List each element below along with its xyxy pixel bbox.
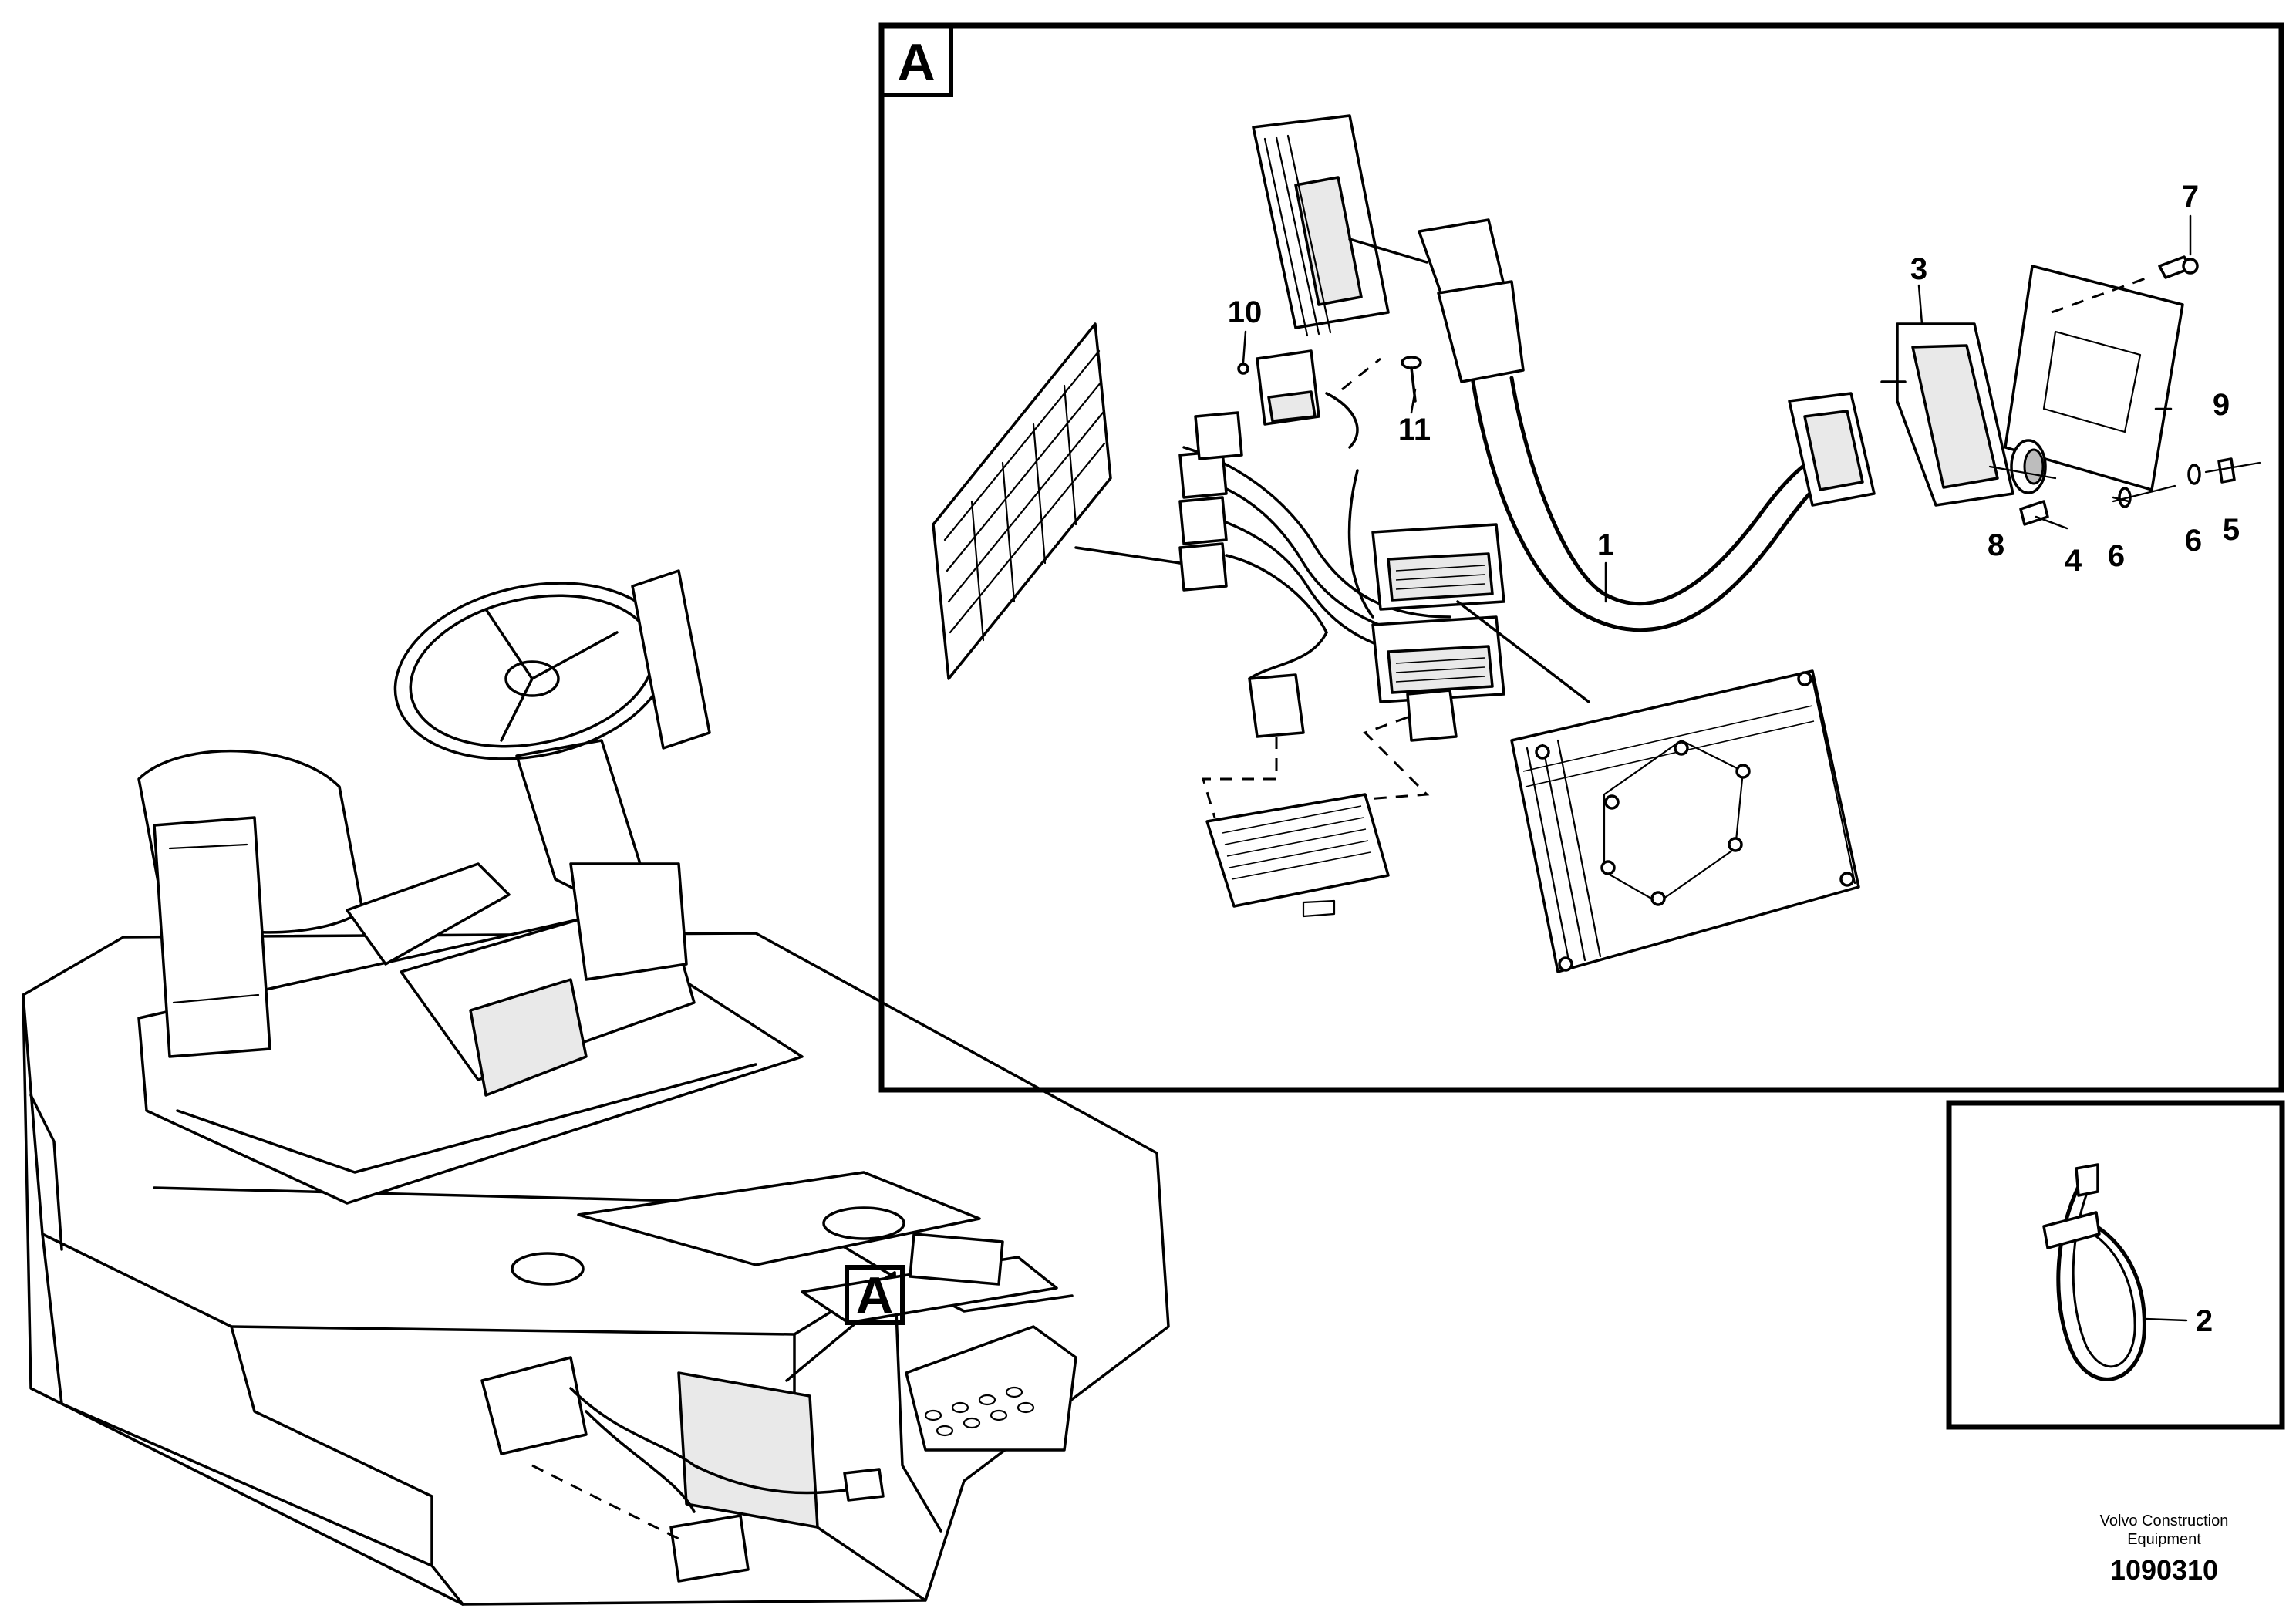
connector-board: [932, 322, 1182, 680]
callout-5: 5: [2223, 513, 2240, 547]
wiring-harness: [1182, 376, 1861, 680]
overview-label-a: A: [845, 1265, 905, 1325]
harness-main-connector: [1418, 218, 1525, 383]
relay-connectors: [1371, 523, 1505, 703]
housing-3: [1880, 322, 2014, 507]
detail-label-text: A: [897, 33, 935, 92]
cable-tie: [2042, 1163, 2188, 1381]
callout-10: 10: [1228, 295, 1263, 329]
relay-unit: [1256, 349, 1381, 449]
control-unit-top: [1252, 114, 1428, 337]
callout-1: 1: [1597, 528, 1614, 562]
detail-label-a: A: [879, 23, 953, 97]
connector-stack: [1178, 411, 1243, 592]
callout-9: 9: [2213, 388, 2230, 422]
callout-11: 11: [1398, 413, 1431, 447]
document-number: 1090310: [2110, 1554, 2218, 1586]
machine-overview: [22, 569, 1170, 1606]
step-holes: [924, 1386, 1035, 1437]
small-connectors: [1201, 673, 1458, 818]
screw-10: [1237, 363, 1249, 375]
callout-3: 3: [1910, 252, 1927, 286]
cable-tie-inset-frame: [1946, 1100, 2285, 1430]
detail-view-frame: [878, 22, 2284, 1093]
overview-label-text: A: [855, 1266, 893, 1325]
callout-7: 7: [2182, 180, 2199, 214]
screw-11: [1401, 356, 1422, 403]
callout-2: 2: [2196, 1304, 2213, 1338]
callout-4: 4: [2065, 544, 2082, 578]
small-parts: [1988, 255, 2261, 526]
credit-line-2: Equipment: [2127, 1531, 2201, 1548]
callout-6a: 6: [2108, 539, 2125, 573]
plate-9: [2004, 265, 2184, 491]
harness-end-connector: [1788, 392, 1876, 507]
leader-lines: [1242, 214, 2192, 603]
callout-8: 8: [1988, 528, 2004, 562]
auxiliary-box: [1205, 793, 1390, 918]
credit-line-1: Volvo Construction: [2100, 1512, 2229, 1529]
control-unit-large: [1456, 600, 1860, 973]
callout-6b: 6: [2185, 524, 2202, 558]
